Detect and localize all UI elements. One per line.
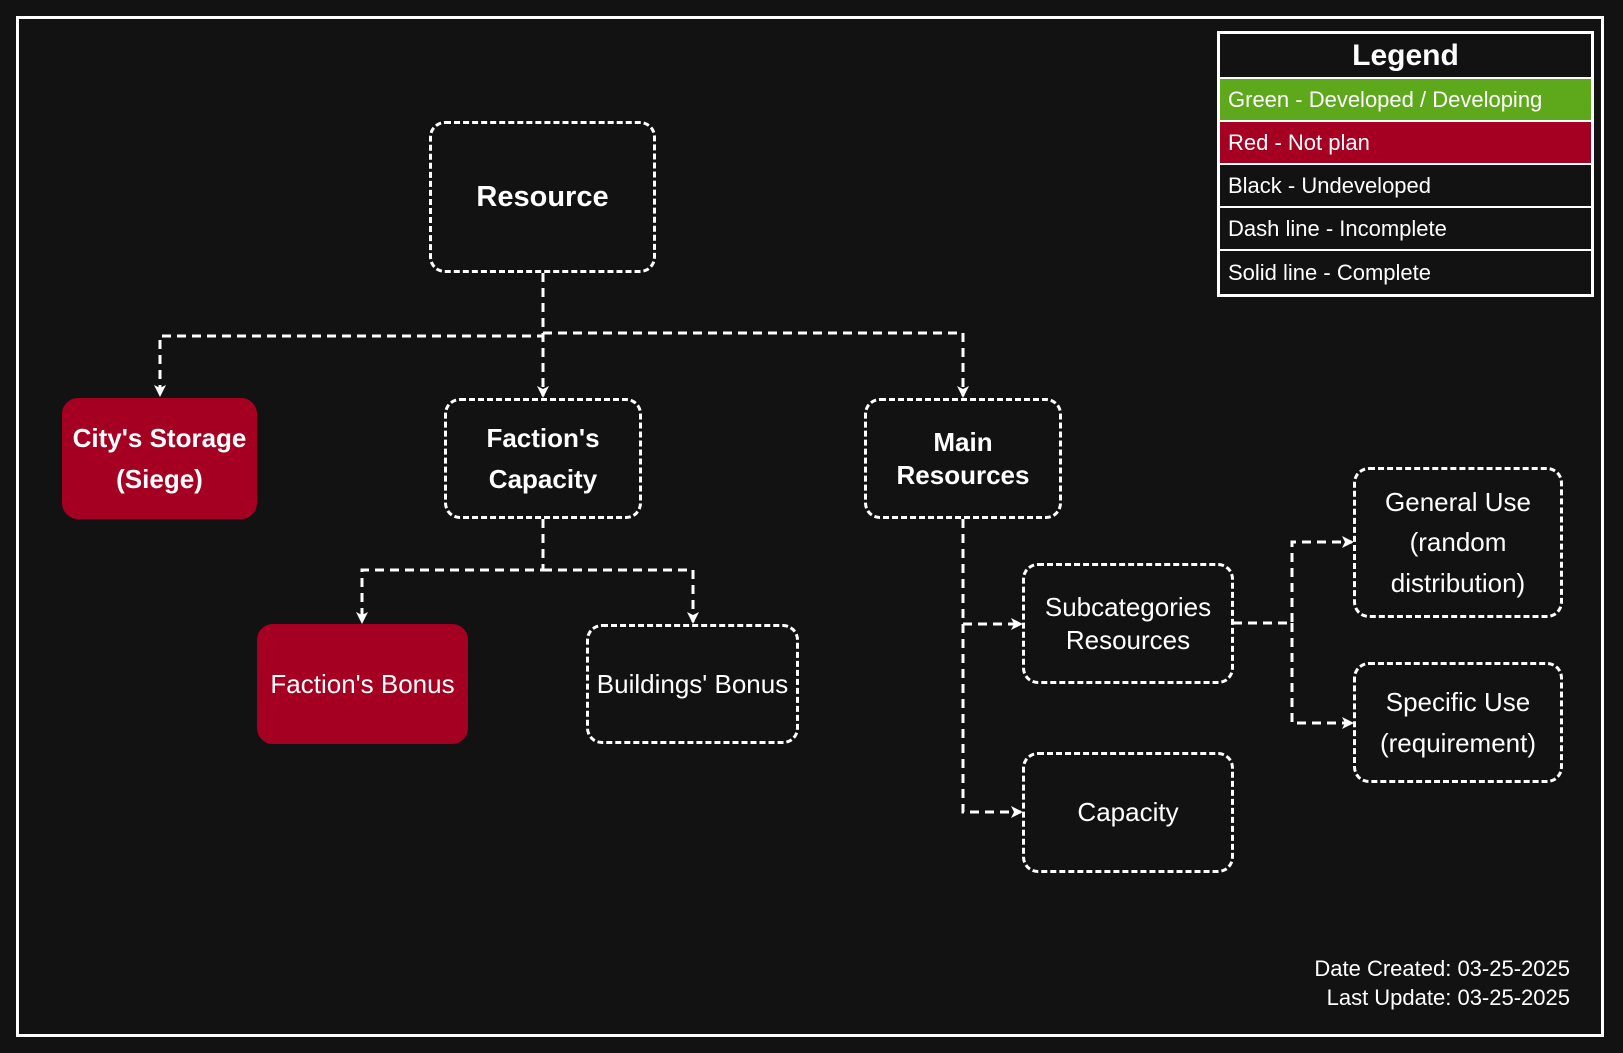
legend-item-solid-line: Solid line - Complete [1228, 259, 1431, 285]
node-faction-bonus[interactable]: Faction's Bonus [257, 624, 468, 744]
legend: Legend Green - Developed / Developing Re… [1217, 31, 1594, 297]
node-general-use[interactable]: General Use (random distribution) [1353, 467, 1563, 618]
node-main-resources[interactable]: Main Resources [864, 398, 1062, 519]
legend-title: Legend [1220, 34, 1591, 79]
node-subcategories-resources[interactable]: Subcategories Resources [1022, 563, 1234, 684]
legend-item-dash-line: Dash line - Incomplete [1220, 208, 1591, 251]
node-faction-capacity[interactable]: Faction's Capacity [444, 398, 642, 519]
diagram-frame [16, 16, 1604, 1037]
node-buildings-bonus[interactable]: Buildings' Bonus [586, 624, 799, 744]
date-info: Date Created: 03-25-2025 Last Update: 03… [1314, 954, 1570, 1012]
node-resource[interactable]: Resource [429, 121, 656, 273]
last-update: Last Update: 03-25-2025 [1326, 985, 1570, 1010]
legend-item-red: Red - Not plan [1220, 122, 1591, 165]
node-capacity[interactable]: Capacity [1022, 752, 1234, 873]
legend-item-green: Green - Developed / Developing [1220, 79, 1591, 122]
node-city-storage[interactable]: City's Storage (Siege) [62, 398, 257, 519]
node-specific-use[interactable]: Specific Use (requirement) [1353, 662, 1563, 783]
date-created: Date Created: 03-25-2025 [1314, 956, 1570, 981]
legend-item-black: Black - Undeveloped [1220, 165, 1591, 208]
